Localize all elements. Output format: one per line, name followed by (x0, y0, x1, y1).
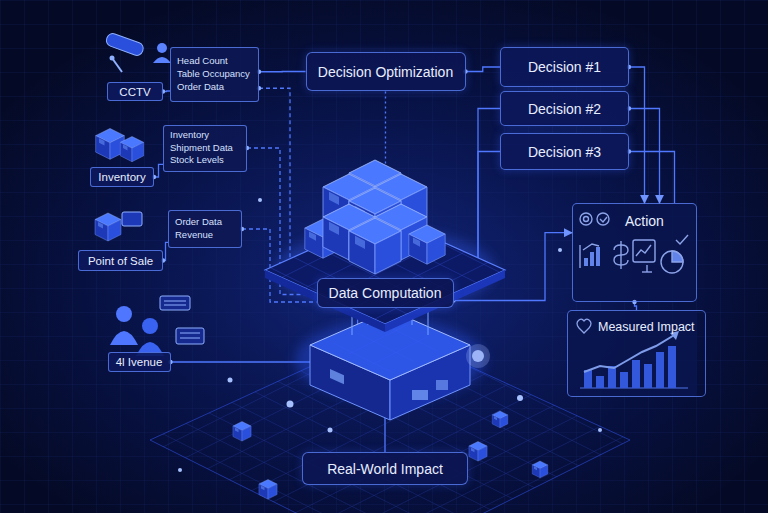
node-label: Real-World Impact (327, 461, 443, 477)
process-box: Decision Optimization (306, 52, 466, 91)
cctv-icon (105, 32, 145, 57)
node-label: Decision #2 (528, 101, 601, 117)
people-icon (110, 296, 204, 356)
impact-panel: Measured Impact (567, 310, 706, 397)
data-field: Shipment Data (170, 142, 233, 155)
people-icon (142, 318, 158, 334)
node-label: 4l Ivenue (116, 356, 163, 368)
pos-icon (122, 212, 142, 226)
base-building (412, 390, 428, 400)
people-icon (164, 305, 186, 306)
action-panel: Action (572, 203, 697, 302)
data-list-box: Head CountTable OccupancyOrder Data (170, 47, 259, 102)
data-field: Revenue (175, 229, 213, 242)
pos-icon (95, 213, 121, 241)
inventory-icon (96, 129, 125, 160)
floating-cubes (532, 461, 548, 478)
glow-dots (228, 378, 233, 383)
base-building (330, 369, 344, 384)
connector (154, 164, 163, 177)
computation-platform (265, 216, 505, 324)
inventory-icon (96, 129, 144, 162)
node-label: Inventory (98, 171, 145, 183)
people-icon (164, 301, 186, 302)
data-cubes (409, 225, 445, 264)
cctv-icon (153, 57, 171, 63)
data-field: Head Count (177, 55, 228, 68)
data-list-box: InventoryShipment DataStock Levels (163, 125, 247, 172)
glow-dots (517, 395, 523, 401)
floating-cubes (469, 442, 487, 462)
data-field: Inventory (170, 129, 209, 142)
source-label: Point of Sale (78, 250, 163, 271)
data-field: Stock Levels (170, 154, 224, 167)
connector (629, 67, 645, 203)
cctv-icon (110, 56, 115, 61)
data-field: Table Occupancy (177, 68, 250, 81)
floating-cubes (259, 480, 277, 500)
computation-platform (265, 216, 505, 324)
people-icon (180, 338, 200, 339)
panel-fill (572, 203, 697, 302)
floating-cubes (492, 411, 508, 428)
glow-dots (328, 428, 333, 433)
people-icon (160, 296, 190, 310)
data-cubes (305, 160, 445, 274)
people-icon (116, 306, 132, 322)
pos-icon (95, 212, 142, 241)
connector (629, 109, 660, 204)
process-box: Data Computation (317, 278, 454, 308)
data-list-box: Order DataRevenue (168, 210, 242, 248)
people-icon (180, 333, 200, 334)
process-box: Real-World Impact (302, 452, 468, 485)
cctv-icon (112, 58, 122, 72)
node-label: CCTV (119, 86, 150, 98)
decision-box: Decision #1 (500, 47, 629, 87)
source-label: 4l Ivenue (108, 352, 171, 372)
node-label: Decision Optimization (318, 64, 453, 80)
node-label: Decision #3 (528, 144, 601, 160)
node-label: Data Computation (329, 285, 442, 301)
glow-dots (598, 428, 602, 432)
glow-dots (258, 198, 262, 202)
glow-dots (558, 248, 562, 252)
base-building (436, 380, 448, 390)
glow-dots (466, 344, 490, 368)
data-field: Order Data (175, 216, 222, 229)
people-icon (110, 331, 138, 345)
connector (259, 71, 306, 73)
source-label: Inventory (90, 167, 154, 187)
node-label: Point of Sale (88, 255, 153, 267)
inventory-icon (120, 137, 143, 162)
source-label: CCTV (107, 82, 163, 101)
node-label: Action (625, 213, 664, 229)
glow-dots (287, 401, 294, 408)
data-field: Order Data (177, 81, 224, 94)
computation-platform (265, 216, 505, 332)
data-cubes (349, 218, 401, 274)
node-label: Decision #1 (528, 59, 601, 75)
people-icon (164, 301, 200, 338)
cctv-icon (105, 32, 171, 72)
light-beams (427, 312, 428, 335)
connector (466, 67, 501, 72)
people-icon (176, 328, 204, 344)
glow-dots (178, 468, 182, 472)
cctv-icon (157, 43, 167, 53)
decision-box: Decision #2 (500, 91, 629, 126)
floating-cubes (233, 422, 251, 442)
connector (629, 152, 675, 204)
floating-cubes (233, 411, 548, 499)
decision-box: Decision #3 (500, 133, 629, 170)
node-label: Measured Impact (598, 320, 695, 334)
